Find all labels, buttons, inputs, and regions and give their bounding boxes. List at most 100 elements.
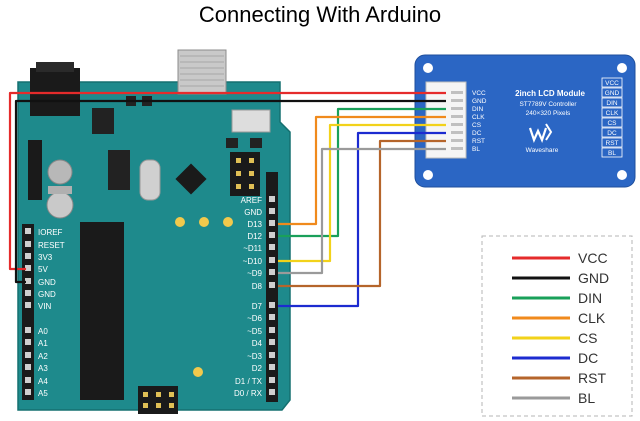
lcd-side-pin-box <box>601 77 623 88</box>
right-pin-hole <box>269 327 275 333</box>
left-pin-label: A2 <box>38 352 48 361</box>
right-pin-hole <box>269 389 275 395</box>
right-pin-label: D7 <box>252 302 263 311</box>
legend-label: CLK <box>578 310 606 326</box>
left-pin-hole <box>25 302 31 308</box>
right-pin-label: D0 / RX <box>234 389 263 398</box>
lcd-header-pin <box>451 115 463 118</box>
right-pin-hole <box>269 244 275 250</box>
lcd-header-pin <box>451 147 463 150</box>
lcd-brand: Waveshare <box>526 147 559 154</box>
lcd-connector <box>425 81 467 159</box>
left-pin-label: A4 <box>38 377 48 386</box>
right-pin-hole <box>269 232 275 238</box>
lcd-controller: ST7789V Controller <box>519 101 577 108</box>
lcd-side-pin-label: BL <box>608 150 616 157</box>
right-pin-label: ~D10 <box>243 257 263 266</box>
lcd-header-label: RST <box>472 138 485 145</box>
left-pin-hole <box>25 352 31 358</box>
left-pin-label: 3V3 <box>38 253 53 262</box>
wire-din <box>278 107 446 238</box>
right-pin-hole <box>269 302 275 308</box>
left-pin-label: GND <box>38 290 56 299</box>
icsp-header-bottom <box>138 386 178 414</box>
wire-clk <box>278 115 446 226</box>
lcd-header-pin <box>451 91 463 94</box>
lcd-resolution: 240×320 Pixels <box>526 110 571 117</box>
left-pin-hole <box>25 327 31 333</box>
wires <box>8 91 446 308</box>
wire-dc <box>278 131 446 308</box>
right-pin-label: ~D9 <box>247 269 262 278</box>
usb-connector <box>177 49 227 95</box>
left-pin-hole <box>25 377 31 383</box>
legend-label: GND <box>578 270 609 286</box>
right-pin-hole <box>269 377 275 383</box>
left-pin-label: IOREF <box>38 228 63 237</box>
lcd-side-pin-box <box>601 97 623 108</box>
left-pin-header <box>22 224 34 400</box>
right-pin-hole <box>269 269 275 275</box>
lcd-side-pin-box <box>601 147 623 158</box>
right-pin-label: ~D11 <box>243 244 262 253</box>
left-pin-label: A3 <box>38 364 48 373</box>
lcd-side-pin-label: GND <box>605 90 620 97</box>
left-pin-hole <box>25 339 31 345</box>
left-pin-label: RESET <box>38 241 65 250</box>
left-pin-label: A1 <box>38 339 48 348</box>
right-pin-label: D4 <box>252 339 263 348</box>
right-pin-hole <box>269 364 275 370</box>
lcd-side-pin-box <box>601 117 623 128</box>
lcd-header-label: DIN <box>472 106 484 113</box>
lcd-side-pin-box <box>601 127 623 138</box>
lcd-title: 2inch LCD Module <box>515 89 585 98</box>
right-pin-label: ~D6 <box>247 314 262 323</box>
right-pin-hole <box>269 208 275 214</box>
lcd-header-pin <box>451 107 463 110</box>
right-pin-hole <box>269 257 275 263</box>
left-pin-hole <box>25 253 31 259</box>
lcd-header-pin <box>451 139 463 142</box>
right-pin-label: D12 <box>247 232 262 241</box>
right-pin-hole <box>269 196 275 202</box>
lcd-side-pin-box <box>601 137 623 148</box>
lcd-header-pin <box>451 123 463 126</box>
lcd-side-pin-box <box>601 107 623 118</box>
lcd-side-pin-box <box>601 87 623 98</box>
left-pin-label: GND <box>38 278 56 287</box>
lcd-side-pin-label: DIN <box>606 100 618 107</box>
right-pin-label: ~D5 <box>247 327 262 336</box>
legend-label: DC <box>578 350 598 366</box>
wire-rst <box>278 139 446 288</box>
lcd-header-label: CLK <box>472 114 485 121</box>
right-pin-label: D2 <box>252 364 263 373</box>
lcd-header-label: VCC <box>472 90 486 97</box>
left-pin-hole <box>25 265 31 271</box>
lcd-header-label: CS <box>472 122 482 129</box>
lcd-side-pin-label: CS <box>607 120 617 127</box>
legend-label: VCC <box>578 250 608 266</box>
left-pin-hole <box>25 278 31 284</box>
legend-label: CS <box>578 330 597 346</box>
lcd-header-label: BL <box>472 146 480 153</box>
page-title: Connecting With Arduino <box>198 2 442 27</box>
right-pin-label: AREF <box>241 196 262 205</box>
right-pin-label: D8 <box>252 282 263 291</box>
right-pin-label: D13 <box>247 220 262 229</box>
wire-cs <box>278 123 446 263</box>
microcontroller-chip <box>80 222 124 400</box>
lcd-header-pin <box>451 99 463 102</box>
right-pin-hole <box>269 314 275 320</box>
legend-label: BL <box>578 390 595 406</box>
lcd-header-label: DC <box>472 130 482 137</box>
left-pin-hole <box>25 290 31 296</box>
lcd-side-pin-label: RST <box>606 140 619 147</box>
right-pin-hole <box>269 220 275 226</box>
lcd-side-pin-label: VCC <box>605 80 619 87</box>
lcd-side-pin-label: CLK <box>606 110 619 117</box>
left-pin-hole <box>25 228 31 234</box>
right-pin-hole <box>269 352 275 358</box>
icsp-header-top <box>230 152 260 196</box>
